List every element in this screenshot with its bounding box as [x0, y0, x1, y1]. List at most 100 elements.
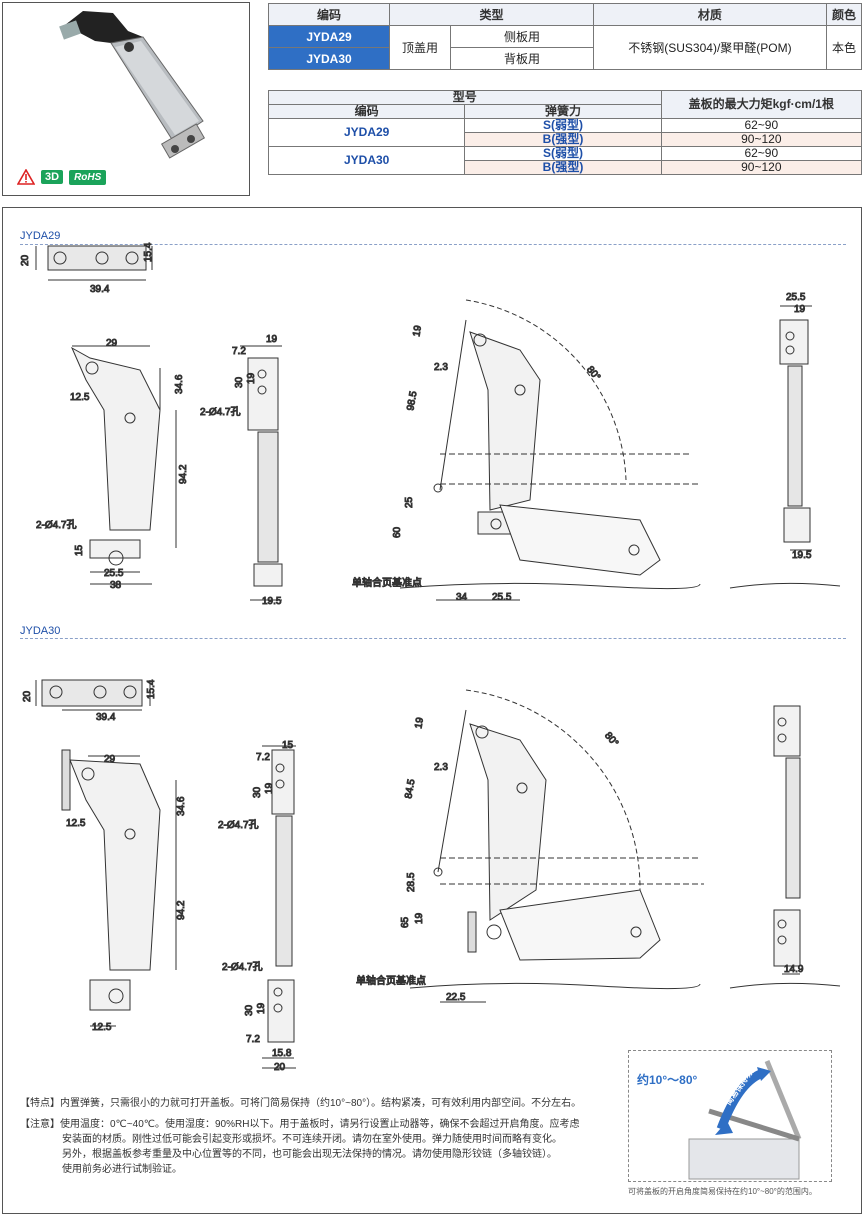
caution-note: 使用前务必进行试制验证。	[62, 1164, 182, 1175]
dim-label: 30	[244, 1004, 255, 1016]
dim-label: 19	[266, 334, 278, 345]
dim-label: 15	[282, 740, 294, 751]
header-type: 类型	[389, 3, 594, 26]
feature-note: 【特点】内置弹簧，只需很小的力就可打开盖板。可将门简易保持（约10°~80°）。…	[20, 1098, 582, 1109]
jyda29-top-view	[35, 245, 153, 281]
spring-cell: S(弱型)	[464, 118, 662, 133]
3d-badge: 3D	[41, 170, 64, 184]
dim-label: 34.6	[174, 374, 185, 394]
color-cell: 本色	[825, 25, 863, 70]
jyda29-right-view	[779, 305, 812, 551]
notes-block: 【特点】内置弹簧，只需很小的力就可打开盖板。可将门简易保持（约10°~80°）。…	[20, 1096, 610, 1177]
torque-cell: 62~90	[660, 146, 863, 161]
dim-label: 25.5	[104, 568, 124, 579]
dim-label: 29	[106, 338, 118, 349]
dim-label: 7.2	[232, 346, 246, 357]
header-model: 型号	[268, 90, 662, 105]
dim-label: 25.5	[786, 292, 806, 303]
jyda29-motion-view	[399, 299, 841, 601]
jyda29-front-view	[70, 345, 177, 585]
dim-label: 80°	[602, 730, 620, 749]
dim-label: 84.5	[403, 778, 417, 800]
dim-label: 19	[256, 1002, 267, 1014]
type-cell: 背板用	[450, 47, 594, 70]
section-title-jyda29: JYDA29	[20, 230, 61, 242]
dim-label: 30	[252, 786, 263, 798]
dim-label: 20	[22, 690, 33, 702]
section-divider	[20, 244, 846, 245]
dim-label: 19	[413, 716, 426, 729]
dim-label: 2.3	[434, 362, 448, 373]
section-title-jyda30: JYDA30	[20, 625, 61, 637]
dim-label: 38	[110, 580, 122, 591]
dim-label: 15.4	[146, 679, 157, 699]
code-cell: JYDA29	[268, 25, 390, 48]
dim-label: 19.5	[792, 550, 812, 561]
dim-label: 7.2	[256, 752, 270, 763]
dim-label: 25.5	[492, 592, 512, 603]
dim-label: 2-Ø4.7孔	[200, 406, 241, 418]
dim-label: 19	[264, 782, 275, 794]
dim-label: 30	[234, 376, 245, 388]
jyda30-front-view	[61, 749, 177, 1027]
drawing-frame	[2, 207, 862, 1214]
dim-label: 15.4	[143, 242, 154, 262]
dim-label: 15	[74, 544, 85, 556]
jyda29-drawings: 20 39.4 15.4 29 12.5 34.6 94.2 2-Ø4.7孔 1…	[20, 242, 841, 608]
jyda30-top-view	[35, 679, 151, 711]
type-cell: 侧板用	[450, 25, 594, 48]
dim-label: 94.2	[178, 464, 189, 484]
header-torque: 盖板的最大力矩kgf·cm/1根	[660, 90, 863, 119]
dim-label: 2-Ø4.7孔	[36, 519, 77, 531]
spring-cell: B(强型)	[464, 160, 662, 175]
dim-label: 2-Ø4.7孔	[218, 819, 259, 831]
angle-caption: 可将盖板的开启角度简易保持在约10°~80°的范围内。	[628, 1187, 817, 1196]
dim-label: 7.2	[246, 1034, 260, 1045]
dim-label: 80°	[584, 364, 602, 383]
dim-label: 34	[456, 592, 468, 603]
torque-table: 型号 盖板的最大力矩kgf·cm/1根 编码 弹簧力 JYDA29 S(弱型) …	[267, 90, 863, 175]
spring-cell: S(弱型)	[464, 146, 662, 161]
hinge-reference-label: 单轴合页基准点	[352, 576, 422, 589]
caution-note: 【注意】使用温度：0℃~40℃。使用湿度：90%RH以下。用于盖板时，请另行设置…	[20, 1119, 580, 1130]
dim-label: 39.4	[96, 712, 116, 723]
product-photo-box: 3D RoHS	[2, 2, 250, 196]
product-photo	[59, 11, 206, 159]
dim-label: 20	[274, 1062, 286, 1073]
torque-cell: 90~120	[660, 160, 863, 175]
dim-label: 29	[104, 754, 116, 765]
code-cell: JYDA29	[267, 118, 466, 147]
jyda30-side-view	[262, 745, 296, 1069]
jyda30-motion-view	[409, 689, 841, 1003]
dim-label: 19	[411, 324, 424, 337]
dim-label: 94.2	[176, 900, 187, 920]
dim-label: 19	[414, 912, 425, 924]
spec-table: 编码 类型 材质 颜色 JYDA29 顶盖用 侧板用 不锈钢(SUS304)/聚…	[268, 3, 863, 70]
dim-label: 34.6	[176, 796, 187, 816]
dim-label: 2.3	[434, 762, 448, 773]
lid-illustration	[688, 1060, 802, 1180]
code-cell: JYDA30	[267, 146, 466, 175]
dim-label: 12.5	[92, 1022, 112, 1033]
angle-illustration-box: 约10°～80° 简易保持功能	[628, 1050, 832, 1182]
jyda30-right-view	[773, 705, 801, 975]
hinge-reference-label: 单轴合页基准点	[356, 974, 426, 987]
dim-label: 19	[794, 304, 806, 315]
jyda29-side-view	[240, 345, 283, 601]
material-cell: 不锈钢(SUS304)/聚甲醛(POM)	[592, 25, 827, 70]
code-cell: JYDA30	[268, 47, 390, 70]
dim-label: 65	[400, 916, 411, 928]
spring-cell: B(强型)	[464, 132, 662, 147]
rohs-badge: RoHS	[69, 169, 107, 185]
header-spring: 弹簧力	[464, 104, 662, 119]
torque-cell: 90~120	[660, 132, 863, 147]
caution-note: 另外，根据盖板参考重量及中心位置等的不同，也可能会出现无法保持的情况。请勿使用隐…	[62, 1149, 557, 1160]
header-code: 编码	[268, 3, 390, 26]
header-color: 颜色	[825, 3, 863, 26]
dim-label: 12.5	[70, 392, 90, 403]
dim-label: 2-Ø4.7孔	[222, 961, 263, 973]
dim-label: 25	[404, 496, 415, 508]
dim-label: 12.5	[66, 818, 86, 829]
dim-label: 19.5	[262, 596, 282, 607]
dim-label: 22.5	[446, 992, 466, 1003]
